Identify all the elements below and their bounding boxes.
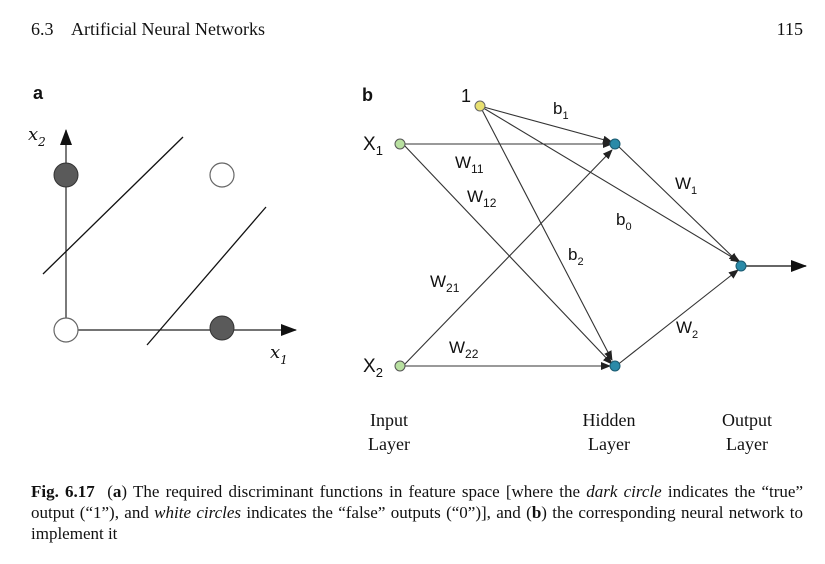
white-circle-point	[209, 162, 235, 188]
bias-input-label: 1	[461, 86, 471, 106]
output-layer-label-line1: Output	[722, 410, 772, 430]
caption-text: (	[107, 482, 113, 501]
caption-fig-label: Fig. 6.17	[31, 482, 95, 501]
discriminant-line-2	[146, 206, 267, 346]
input-node-x2	[394, 360, 406, 372]
w12-weight-label: W12	[467, 187, 497, 210]
caption-text: ) The required discriminant functions in…	[121, 482, 587, 501]
section-number: 6.3	[31, 19, 54, 39]
section-title: Artificial Neural Networks	[71, 19, 265, 39]
caption-text: indicates the “true” output (“1”), and	[31, 482, 803, 522]
output-layer-label-line2: Layer	[726, 434, 768, 454]
weight-labels: b1 W11 W12 b0 b2 W1 W21 W2 W22	[430, 99, 698, 361]
figure-caption: Fig. 6.17 (a) The required discriminant …	[31, 481, 803, 544]
caption-emphasis: white circles	[154, 503, 242, 522]
dark-circle-point	[209, 315, 235, 341]
input-x2-label: X2	[363, 356, 383, 380]
edge-h2-out	[615, 269, 739, 367]
discriminant-line-1	[42, 136, 184, 275]
w21-weight-label: W21	[430, 272, 460, 295]
w11-weight-label: W11	[455, 153, 484, 176]
panel-a-label: a	[33, 83, 44, 103]
w2-weight-label: W2	[676, 318, 698, 341]
edge-bias-h1	[479, 105, 613, 144]
hidden-layer-label-line1: Hidden	[583, 410, 636, 430]
x2-axis-label: x2	[28, 124, 46, 149]
panel-b-label: b	[362, 85, 373, 105]
caption-text: ) the corresponding neural network to im…	[31, 503, 804, 543]
input-x1-label: X1	[363, 134, 383, 158]
hidden-node-2	[609, 360, 621, 372]
caption-text: indicates the “false” outputs (“0”)], an…	[241, 503, 532, 522]
hidden-layer-label-line2: Layer	[588, 434, 630, 454]
running-header: 6.3 Artificial Neural Networks	[31, 19, 265, 40]
w22-weight-label: W22	[449, 338, 479, 361]
edge-x2-h1	[402, 149, 613, 367]
white-circle-point	[53, 317, 79, 343]
b1-weight-label: b1	[553, 99, 569, 122]
input-layer-label-line1: Input	[370, 410, 408, 430]
b2-weight-label: b2	[568, 245, 584, 268]
figure-6-17: a x2 x1 b	[28, 83, 807, 454]
bias-node	[474, 100, 486, 112]
input-layer-label-line2: Layer	[368, 434, 410, 454]
edge-bias-out	[479, 105, 741, 263]
page-number: 115	[776, 19, 803, 39]
caption-emphasis: dark circle	[586, 482, 662, 501]
w1-weight-label: W1	[675, 174, 697, 197]
panel-a: a x2 x1	[28, 83, 297, 367]
network-connections	[402, 105, 807, 370]
input-node-x1	[394, 138, 406, 150]
edge-x1-h2	[402, 143, 613, 365]
dark-circle-point	[53, 162, 79, 188]
x1-axis-label: x1	[270, 342, 288, 367]
b0-weight-label: b0	[616, 210, 632, 233]
output-node	[735, 260, 747, 272]
layer-labels: Input Layer Hidden Layer Output Layer	[368, 410, 772, 454]
caption-panel-ref-a: a	[112, 482, 122, 501]
panel-b: b 1 X1 X2	[362, 85, 807, 454]
edge-bias-h2	[479, 105, 613, 361]
caption-panel-ref-b: b	[531, 503, 542, 522]
edge-h1-out	[615, 143, 739, 263]
hidden-node-1	[609, 138, 621, 150]
